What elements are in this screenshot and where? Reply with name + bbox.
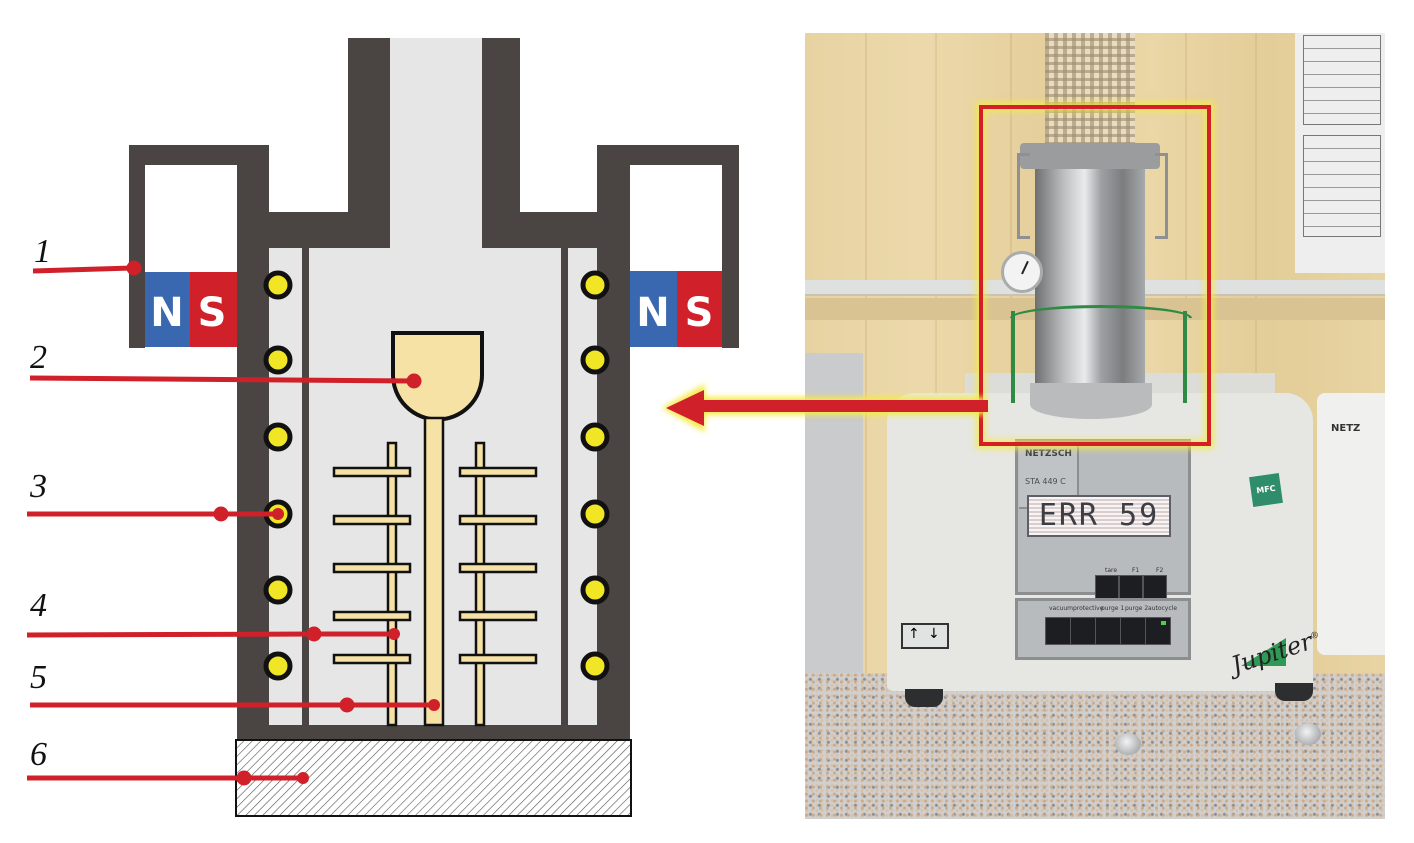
heater-dot [263, 651, 293, 681]
instrument-foot [905, 689, 943, 707]
arrow-down-icon: ↓ [928, 626, 940, 642]
schematic-diagram: N S N S [26, 38, 739, 817]
sample-holder-rod [423, 416, 445, 727]
instrument-photo: NETZ NETZSCH STA 449 C ERR 59 tare F1 F2… [805, 33, 1385, 819]
radiation-shields [332, 441, 538, 727]
highlight-box [979, 105, 1211, 446]
f1-key[interactable] [1119, 575, 1143, 599]
key-label-vacuum: vacuum [1049, 605, 1073, 612]
south-pole-label: S [685, 290, 714, 336]
heater-dot [263, 270, 293, 300]
heater-dot [263, 575, 293, 605]
instrument-foot [1275, 683, 1313, 701]
pressure-gauge-icon [1001, 251, 1043, 293]
vacuum-key[interactable] [1045, 617, 1071, 645]
callout-number-6: 6 [30, 736, 47, 773]
wall-poster [1295, 33, 1385, 273]
callout-number-1: 1 [34, 233, 51, 270]
key-label-purge2: purge 2 [1125, 605, 1149, 612]
right-magnet: N S [630, 271, 722, 347]
heater-dot [580, 575, 610, 605]
heater-dot [580, 422, 610, 452]
key-label-tare: tare [1105, 567, 1118, 574]
key-label-protective: protective [1073, 605, 1104, 612]
callout-number-4: 4 [30, 587, 47, 624]
counter-stud [1295, 723, 1321, 745]
heater-dot [580, 270, 610, 300]
arrow-left-icon [666, 390, 988, 426]
furnace-cylinder [1035, 143, 1145, 405]
callout-line-4 [26, 631, 315, 638]
side-unit: NETZ [1317, 393, 1385, 655]
callout-lines [26, 260, 422, 786]
counter-stud [1115, 733, 1141, 755]
furnace-handle [1017, 153, 1030, 239]
pointer-arrow [662, 384, 988, 432]
side-unit-brand: NETZ [1331, 423, 1361, 434]
right-magnet-yoke [597, 145, 739, 348]
purge2-key[interactable] [1120, 617, 1146, 645]
heater-dot [580, 345, 610, 375]
heating-elements [263, 270, 610, 681]
south-pole-label: S [198, 290, 227, 336]
furnace-handle [1155, 153, 1168, 239]
f2-key[interactable] [1143, 575, 1167, 599]
left-magnet: N S [145, 272, 237, 347]
autocycle-key[interactable] [1145, 617, 1171, 645]
heater-dot [580, 499, 610, 529]
north-pole-label: N [636, 290, 669, 336]
model-name: STA 449 C [1025, 477, 1066, 486]
callout-extensions [221, 511, 434, 781]
callout-number-2: 2 [30, 339, 47, 376]
left-magnet-yoke [129, 145, 269, 348]
callout-number-5: 5 [30, 659, 47, 696]
key-label-f2: F2 [1156, 567, 1164, 574]
key-label-purge1: purge 1 [1101, 605, 1125, 612]
key-label-autocycle: autocycle [1148, 605, 1178, 612]
purge1-key[interactable] [1095, 617, 1121, 645]
lift-arrow-keys[interactable]: ↑ ↓ [901, 623, 949, 649]
furnace-cage [1045, 33, 1135, 145]
status-led [1161, 621, 1166, 625]
arrow-up-icon: ↑ [908, 626, 920, 642]
callout-line-1 [32, 265, 135, 274]
callout-number-3: 3 [29, 468, 47, 505]
key-label-f1: F1 [1132, 567, 1140, 574]
lcd-display: ERR 59 [1027, 495, 1171, 537]
heater-dot [263, 422, 293, 452]
jupiter-logo-triangle [1241, 638, 1286, 666]
heater-dot [580, 651, 610, 681]
north-pole-label: N [150, 290, 183, 336]
heater-dot [263, 345, 293, 375]
brand-name: NETZSCH [1025, 449, 1072, 459]
tare-key[interactable] [1095, 575, 1119, 599]
mfc-badge: MFC [1249, 473, 1283, 507]
crucible [391, 331, 484, 422]
protective-key[interactable] [1070, 617, 1096, 645]
callout-line-2 [29, 375, 415, 384]
